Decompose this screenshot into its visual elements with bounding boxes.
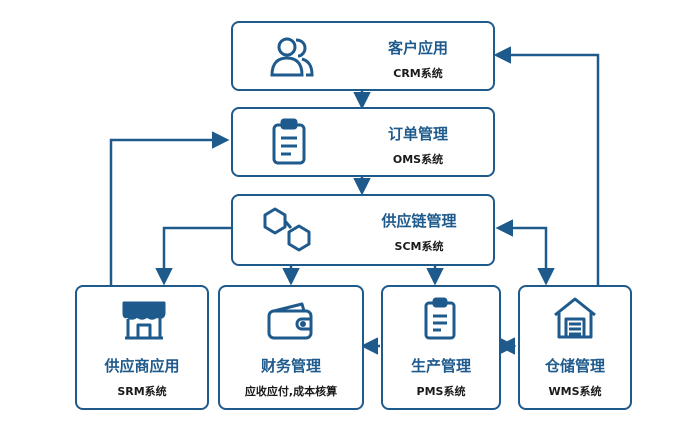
node-pms: 生产管理 PMS系统	[381, 285, 501, 410]
clipboard-list-icon	[424, 297, 456, 340]
arrow-scm-wms	[495, 219, 555, 286]
clipboard-icon	[272, 118, 306, 165]
storefront-icon	[122, 301, 166, 340]
node-finance: 财务管理 应收应付,成本核算	[218, 285, 364, 410]
node-finance-subtitle: 应收应付,成本核算	[244, 385, 338, 398]
node-scm-title: 供应链管理	[381, 212, 457, 230]
node-oms-title: 订单管理	[387, 125, 448, 143]
node-oms: 订单管理 OMS系统	[231, 107, 495, 177]
wallet-icon	[267, 302, 313, 340]
node-crm: 客户应用 CRM系统	[231, 21, 495, 91]
node-crm-subtitle: CRM系统	[393, 67, 443, 80]
node-scm-subtitle: SCM系统	[394, 240, 444, 253]
arrow-srm-to-oms	[109, 131, 230, 285]
node-wms-subtitle: WMS系统	[548, 385, 602, 398]
node-crm-title: 客户应用	[387, 39, 448, 57]
node-scm: 供应链管理 SCM系统	[231, 194, 495, 266]
node-wms-title: 仓储管理	[544, 357, 605, 375]
node-srm-subtitle: SRM系统	[117, 385, 167, 398]
warehouse-icon	[554, 297, 596, 339]
chain-link-icon	[263, 207, 311, 252]
node-pms-title: 生产管理	[410, 357, 471, 375]
node-srm: 供应商应用 SRM系统	[75, 285, 209, 410]
node-srm-title: 供应商应用	[104, 357, 180, 375]
node-finance-title: 财务管理	[260, 357, 321, 375]
arrow-scm-to-srm	[155, 226, 231, 286]
arrow-wms-to-crm	[493, 46, 600, 285]
node-wms: 仓储管理 WMS系统	[518, 285, 632, 410]
node-oms-subtitle: OMS系统	[392, 153, 444, 166]
node-pms-subtitle: PMS系统	[416, 385, 466, 398]
users-icon	[270, 37, 314, 77]
